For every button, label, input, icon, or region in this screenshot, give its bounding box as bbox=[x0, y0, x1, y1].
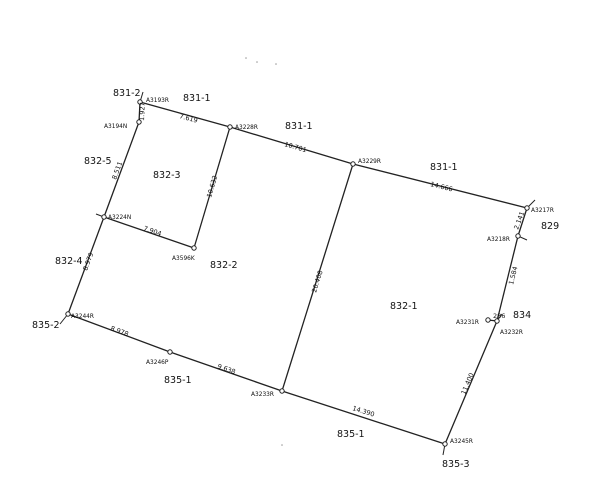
lot-label-835-2: 835-2 bbox=[32, 320, 60, 331]
lot-label-832-4: 832-4 bbox=[55, 256, 83, 267]
distance-label: 2.141 bbox=[512, 210, 526, 230]
boundary-line bbox=[281, 390, 446, 445]
boundary-line bbox=[496, 235, 519, 322]
point-label-A3244R: A3244R bbox=[71, 312, 94, 320]
distance-label: 14.390 bbox=[351, 404, 375, 418]
survey-point-marker bbox=[227, 124, 233, 130]
speck bbox=[281, 444, 283, 446]
distance-label: 10.632 bbox=[205, 174, 219, 198]
survey-points bbox=[65, 99, 530, 447]
distance-label: 20.408 bbox=[310, 269, 324, 293]
lot-label-831-1: 831-1 bbox=[183, 93, 211, 104]
survey-point-marker bbox=[101, 214, 107, 220]
lot-label-835-3: 835-3 bbox=[442, 459, 470, 470]
lot-label-832-1: 832-1 bbox=[390, 301, 418, 312]
survey-point-marker bbox=[442, 441, 448, 447]
boundary-line bbox=[169, 351, 283, 392]
point-label-A3228R: A3228R bbox=[235, 123, 258, 131]
point-label-A3194N: A3194N bbox=[104, 122, 127, 130]
lot-label-832-3: 832-3 bbox=[153, 170, 181, 181]
point-label-A3233R: A3233R bbox=[251, 390, 274, 398]
point-labels: A3193R A3194N A3228R A3229R A3217R A3218… bbox=[71, 96, 554, 445]
lot-label-832-5: 832-5 bbox=[84, 156, 112, 167]
distance-label: 1.927 bbox=[138, 102, 147, 121]
survey-point-marker bbox=[524, 205, 530, 211]
survey-point-marker bbox=[494, 318, 500, 324]
distance-label: 9.638 bbox=[216, 362, 236, 376]
boundary-line bbox=[139, 101, 231, 128]
distance-label: 7.904 bbox=[142, 224, 162, 238]
point-label-A3218R: A3218R bbox=[487, 235, 510, 243]
survey-point-marker bbox=[515, 233, 521, 239]
distance-labels: 1.927 7.619 10.701 14.666 2.141 8.511 10… bbox=[81, 102, 526, 418]
parcel-boundaries bbox=[67, 101, 528, 445]
lot-label-831-1: 831-1 bbox=[285, 121, 313, 132]
distance-label: 1.584 bbox=[507, 265, 519, 285]
speck bbox=[245, 57, 247, 59]
survey-point-marker bbox=[485, 317, 491, 323]
boundary-line bbox=[517, 207, 528, 237]
boundary-line bbox=[103, 121, 140, 218]
distance-label: 286 bbox=[493, 312, 505, 320]
boundary-line bbox=[138, 101, 141, 123]
lot-label-835-1: 835-1 bbox=[164, 375, 192, 386]
lot-label-829: 829 bbox=[541, 221, 559, 232]
boundary-line bbox=[444, 320, 498, 445]
boundary-line bbox=[193, 126, 231, 249]
distance-label: 14.666 bbox=[430, 180, 454, 193]
boundary-line bbox=[103, 216, 195, 249]
point-label-A3224N: A3224N bbox=[108, 213, 131, 221]
point-label-A3217R: A3217R bbox=[531, 206, 554, 214]
point-label-A3231R: A3231R bbox=[456, 318, 479, 326]
survey-point-marker bbox=[191, 245, 197, 251]
speck bbox=[256, 61, 258, 63]
point-label-A3229R: A3229R bbox=[358, 157, 381, 165]
boundary-line bbox=[67, 313, 171, 353]
survey-point-marker bbox=[167, 349, 173, 355]
survey-point-marker bbox=[279, 388, 285, 394]
distance-label: 8.978 bbox=[109, 324, 129, 338]
lot-label-834: 834 bbox=[513, 310, 531, 321]
distance-label: 8.979 bbox=[81, 251, 95, 271]
speck bbox=[275, 63, 277, 65]
lot-label-835-1: 835-1 bbox=[337, 429, 365, 440]
survey-point-marker bbox=[65, 311, 71, 317]
survey-point-marker bbox=[350, 161, 356, 167]
boundary-line bbox=[281, 163, 354, 392]
survey-point-marker bbox=[136, 119, 142, 125]
distance-label: 8.511 bbox=[110, 160, 124, 180]
distance-label: 11.400 bbox=[459, 372, 475, 396]
point-label-A3245R: A3245R bbox=[450, 437, 473, 445]
distance-label: 10.701 bbox=[283, 140, 307, 154]
distance-label: 7.619 bbox=[178, 112, 198, 125]
survey-point-marker bbox=[137, 99, 143, 105]
point-label-A3232R: A3232R bbox=[500, 328, 523, 336]
lot-label-831-1: 831-1 bbox=[430, 162, 458, 173]
lot-label-832-2: 832-2 bbox=[210, 260, 238, 271]
point-label-A3193R: A3193R bbox=[146, 96, 169, 104]
lot-label-831-2: 831-2 bbox=[113, 88, 141, 99]
point-label-A3596K: A3596K bbox=[172, 254, 195, 262]
lot-labels: 831-2 831-1 831-1 831-1 832-5 832-3 832-… bbox=[32, 88, 559, 470]
boundary-line bbox=[67, 216, 105, 315]
boundary-line bbox=[229, 126, 354, 165]
boundary-line bbox=[352, 163, 528, 209]
point-label-A3246P: A3246P bbox=[146, 358, 169, 366]
